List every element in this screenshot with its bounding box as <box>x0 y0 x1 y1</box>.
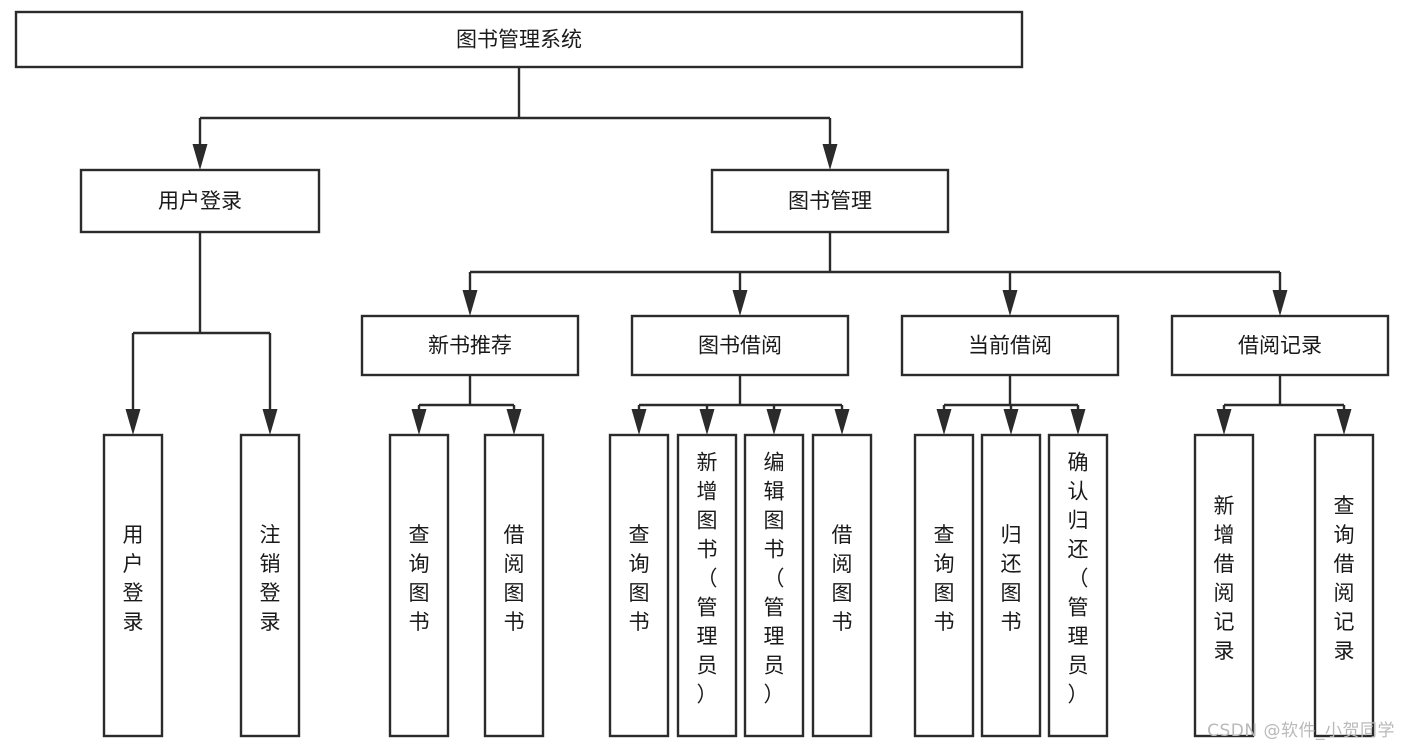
connector-edges <box>125 67 1352 435</box>
node-box[interactable] <box>676 433 738 738</box>
connector-arrowhead <box>822 144 838 170</box>
node-label: 用户登录 <box>158 189 242 213</box>
node-label: 当前借阅 <box>968 334 1052 358</box>
node-box[interactable] <box>710 168 950 234</box>
connector-arrowhead <box>766 409 782 435</box>
node-leaf-user-login[interactable]: 用户登录 <box>102 433 164 738</box>
node-label: 新增借阅记录 <box>1214 494 1235 663</box>
node-leaf-record-query[interactable]: 查询借阅记录 <box>1313 433 1375 738</box>
connector-conn-user-login <box>125 232 278 435</box>
node-box[interactable] <box>360 314 580 377</box>
connector-arrowhead <box>1070 409 1086 435</box>
connector-arrowhead <box>125 409 141 435</box>
node-label: 图书借阅 <box>698 334 782 358</box>
connector-conn-borrow-record <box>1216 375 1352 435</box>
node-borrow-record[interactable]: 借阅记录 <box>1170 314 1390 377</box>
node-box[interactable] <box>1193 433 1255 738</box>
node-box[interactable] <box>102 433 164 738</box>
node-leaf-borrow-borrow-book[interactable]: 借阅图书 <box>811 433 873 738</box>
connector-arrowhead <box>262 409 278 435</box>
connector-arrowhead <box>1003 409 1019 435</box>
connector-arrowhead <box>834 409 850 435</box>
connector-arrowhead <box>411 409 427 435</box>
node-box[interactable] <box>483 433 545 738</box>
connector-arrowhead <box>699 409 715 435</box>
connector-conn-root <box>192 67 838 170</box>
node-box[interactable] <box>743 433 805 738</box>
connector-arrowhead <box>1336 409 1352 435</box>
node-leaf-user-logout[interactable]: 注销登录 <box>239 433 301 738</box>
watermark-text: CSDN @软件_小贺同学 <box>1207 721 1395 741</box>
node-box[interactable] <box>79 168 321 234</box>
connector-conn-current-borrow <box>936 375 1086 435</box>
node-label: 借阅记录 <box>1238 334 1322 358</box>
connector-arrowhead <box>506 409 522 435</box>
connector-arrowhead <box>1002 290 1018 316</box>
node-box[interactable] <box>14 10 1024 69</box>
node-leaf-current-return-book[interactable]: 归还图书 <box>980 433 1042 738</box>
node-leaf-borrow-edit-book[interactable]: 编辑图书（管理员） <box>743 433 805 738</box>
node-box[interactable] <box>388 433 450 738</box>
node-label: 查询借阅记录 <box>1334 494 1355 663</box>
node-box[interactable] <box>239 433 301 738</box>
node-leaf-rec-query-book[interactable]: 查询图书 <box>388 433 450 738</box>
node-box[interactable] <box>1170 314 1390 377</box>
node-book-borrow[interactable]: 图书借阅 <box>630 314 850 377</box>
connector-conn-book-borrow <box>631 375 850 435</box>
connector-arrowhead <box>462 290 478 316</box>
node-label: 用户登录 <box>123 523 144 634</box>
node-label: 借阅图书 <box>832 523 853 634</box>
diagram-nodes: 图书管理系统用户登录图书管理新书推荐图书借阅当前借阅借阅记录用户登录注销登录查询… <box>14 10 1390 738</box>
node-box[interactable] <box>913 433 975 738</box>
node-leaf-borrow-query-book[interactable]: 查询图书 <box>608 433 670 738</box>
node-label: 归还图书 <box>1001 523 1022 634</box>
node-box[interactable] <box>811 433 873 738</box>
node-box[interactable] <box>1047 433 1109 738</box>
connector-arrowhead <box>1272 290 1288 316</box>
connector-arrowhead <box>936 409 952 435</box>
node-box[interactable] <box>1313 433 1375 738</box>
node-box[interactable] <box>630 314 850 377</box>
node-leaf-record-add[interactable]: 新增借阅记录 <box>1193 433 1255 738</box>
node-leaf-borrow-add-book[interactable]: 新增图书（管理员） <box>676 433 738 738</box>
connector-arrowhead <box>732 290 748 316</box>
node-label: 注销登录 <box>260 523 281 634</box>
connector-conn-new-book-rec <box>411 375 522 435</box>
node-box[interactable] <box>608 433 670 738</box>
node-leaf-current-confirm-return[interactable]: 确认归还（管理员） <box>1047 433 1109 738</box>
node-label: 编辑图书（管理员） <box>764 451 785 707</box>
connector-arrowhead <box>192 144 208 170</box>
node-root[interactable]: 图书管理系统 <box>14 10 1024 69</box>
node-label: 新增图书（管理员） <box>697 451 718 707</box>
node-label: 查询图书 <box>629 523 650 634</box>
node-box[interactable] <box>900 314 1120 377</box>
node-label: 图书管理 <box>788 189 872 213</box>
node-box[interactable] <box>980 433 1042 738</box>
node-leaf-current-query-book[interactable]: 查询图书 <box>913 433 975 738</box>
connector-arrowhead <box>1216 409 1232 435</box>
node-label: 确认归还（管理员） <box>1068 451 1089 707</box>
node-new-book-rec[interactable]: 新书推荐 <box>360 314 580 377</box>
node-label: 查询图书 <box>409 523 430 634</box>
node-current-borrow[interactable]: 当前借阅 <box>900 314 1120 377</box>
node-label: 图书管理系统 <box>456 28 582 52</box>
node-label: 借阅图书 <box>504 523 525 634</box>
node-user-login[interactable]: 用户登录 <box>79 168 321 234</box>
node-label: 新书推荐 <box>428 334 512 358</box>
node-leaf-rec-borrow-book[interactable]: 借阅图书 <box>483 433 545 738</box>
node-book-manage[interactable]: 图书管理 <box>710 168 950 234</box>
connector-conn-book-manage <box>462 232 1288 316</box>
connector-arrowhead <box>631 409 647 435</box>
node-label: 查询图书 <box>934 523 955 634</box>
